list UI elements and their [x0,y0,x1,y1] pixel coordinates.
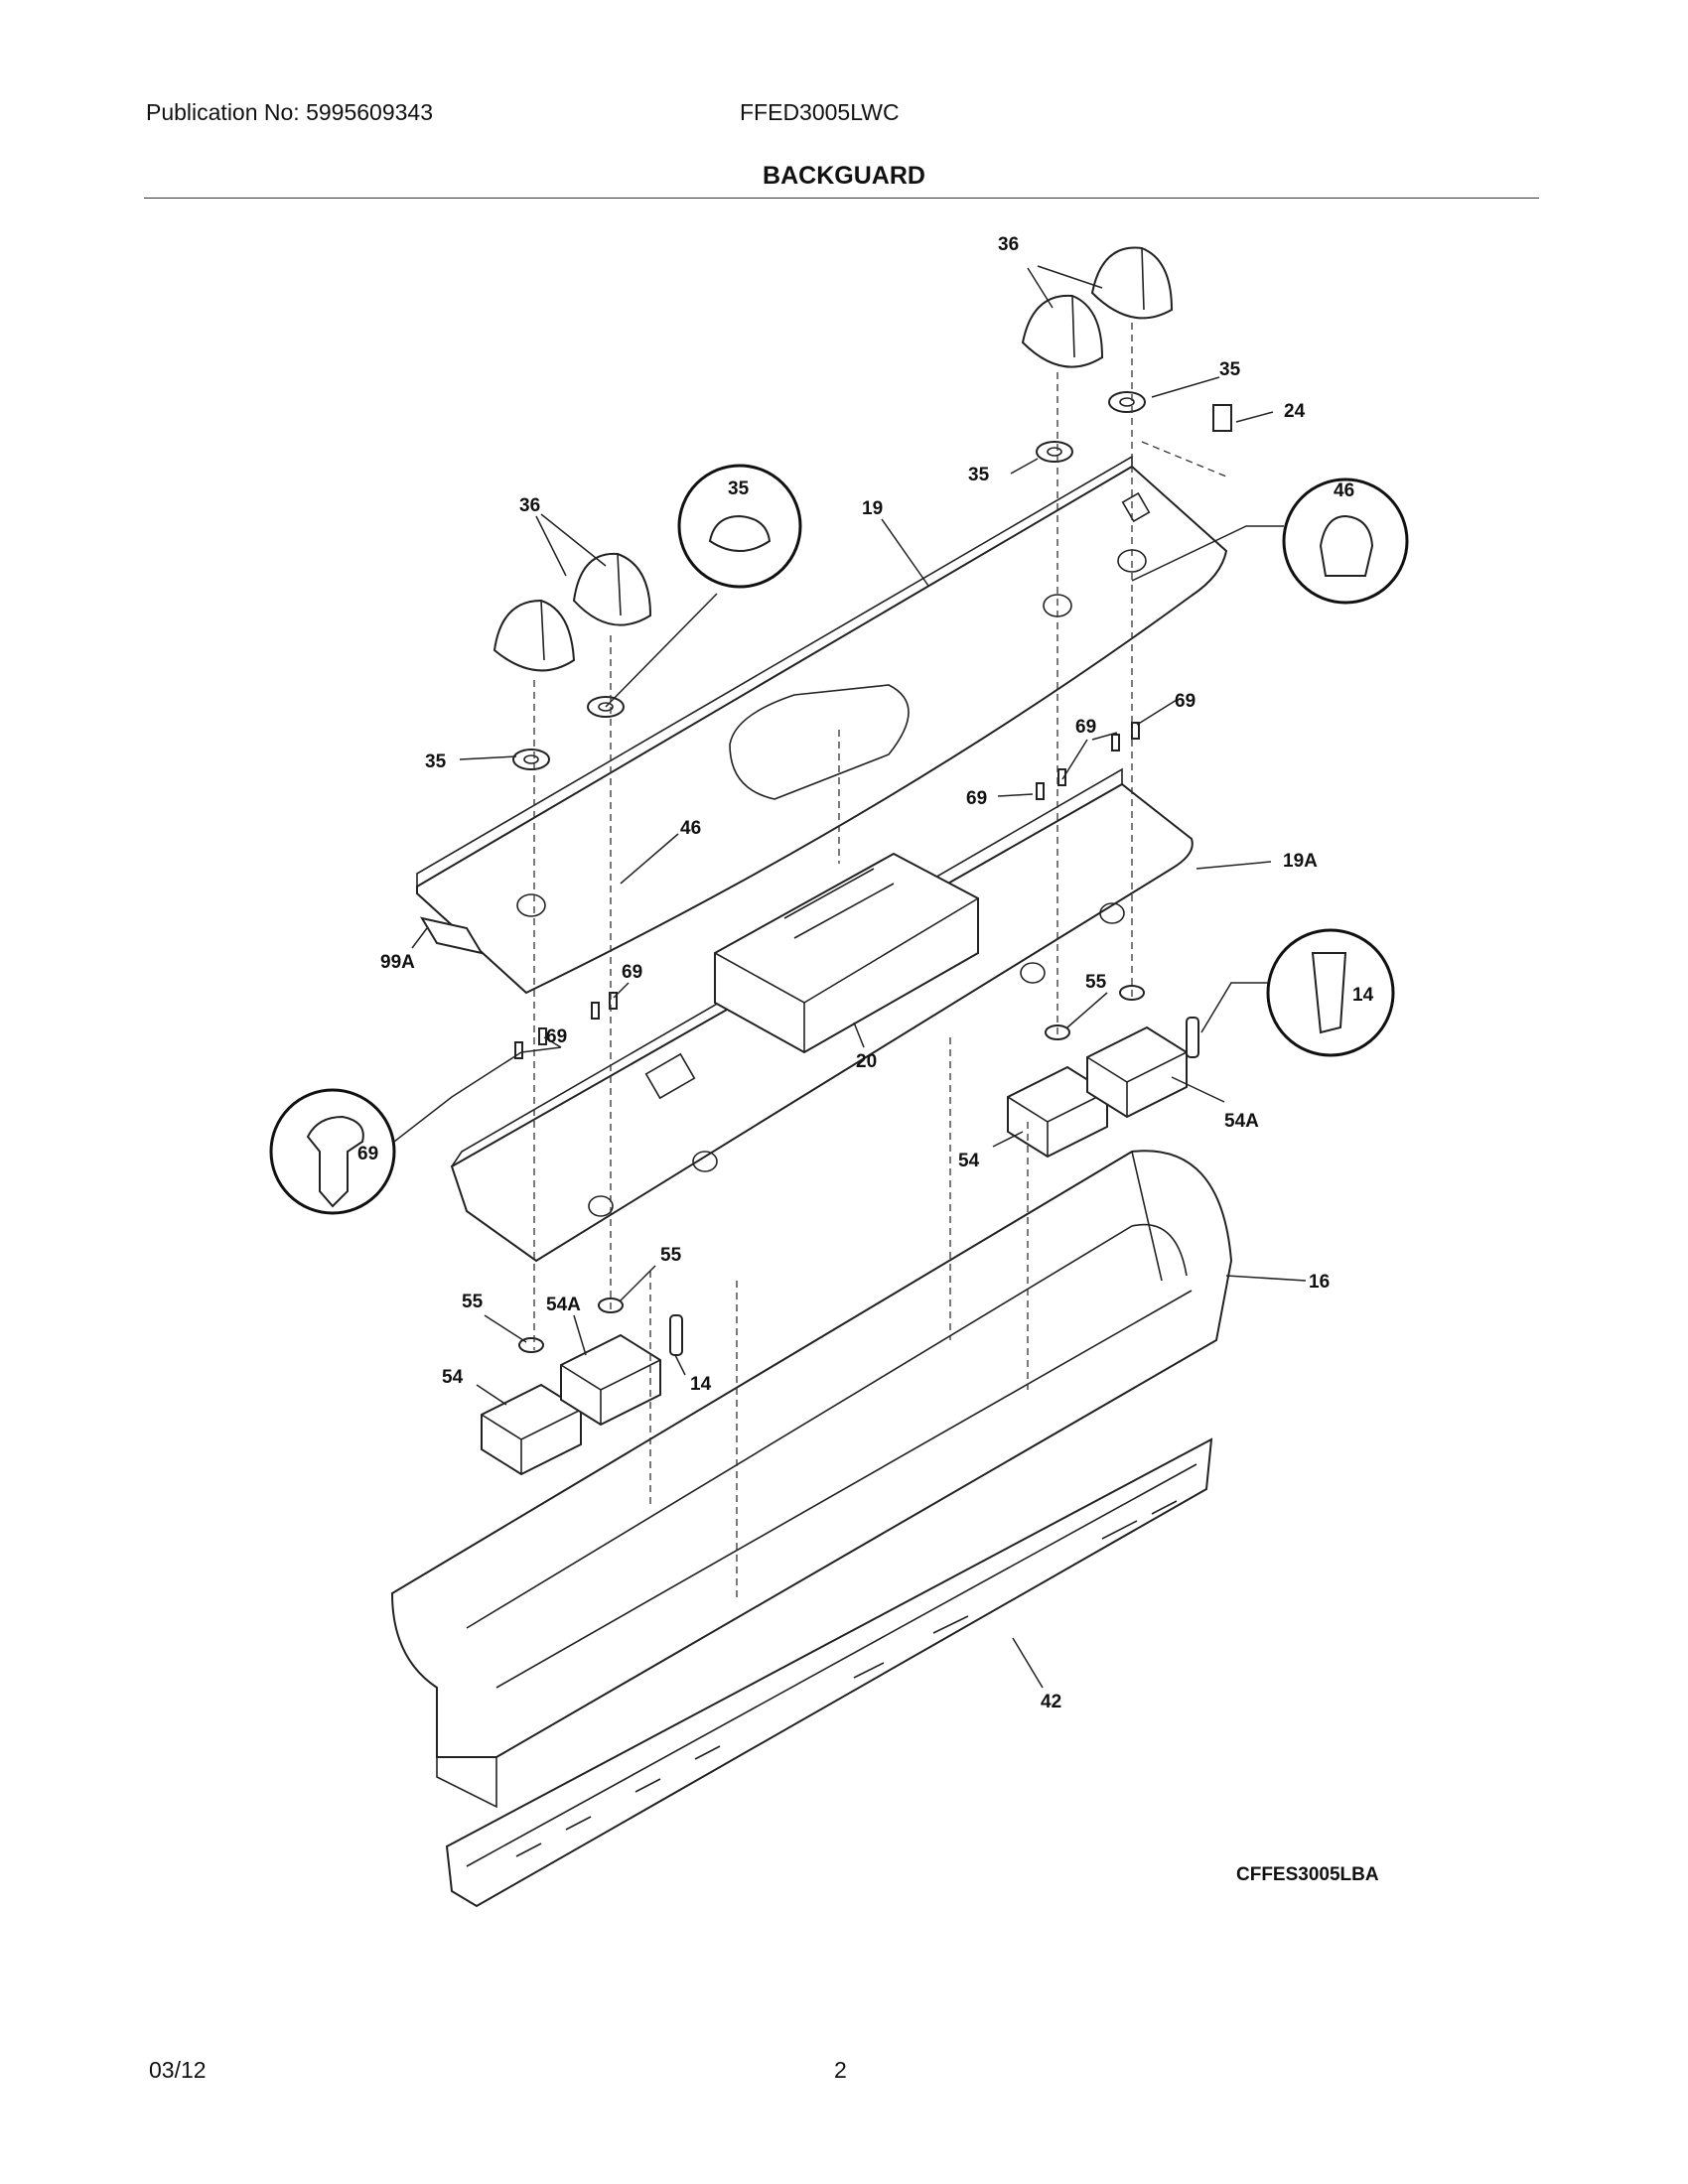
callout-42: 42 [1041,1692,1061,1712]
callout-36-right: 36 [998,234,1019,255]
footer-date: 03/12 [149,2057,207,2083]
detail-bubble-35 [605,464,802,708]
callout-46-panel: 46 [680,818,701,839]
indicator-lights [669,1017,1199,1356]
infinite-switch-right [1007,1025,1188,1159]
rocker-switch [1212,404,1232,432]
callout-69-right-b: 69 [1175,691,1196,712]
callout-35-bubble: 35 [728,478,750,499]
callout-35-left: 35 [425,751,447,772]
page-number: 2 [834,2057,847,2083]
callout-99a: 99A [380,952,415,973]
drawing-code: CFFES3005LBA [1236,1864,1379,1885]
callout-35-right-mid: 35 [968,465,990,485]
callout-69-left-a: 69 [546,1026,567,1047]
callout-19: 19 [862,498,883,519]
callout-69-right-a: 69 [1075,717,1096,738]
control-panel [416,455,1228,995]
callout-54-right: 54 [958,1151,980,1171]
knob-group-left [492,552,652,672]
knob-group-right [1021,246,1174,368]
infinite-switch-left [481,1333,661,1476]
publication-number: Publication No: 5995609343 [146,99,434,125]
assembly-lines [533,323,1227,1598]
detail-bubble-14 [1200,928,1395,1057]
callout-35-right-top: 35 [1219,359,1241,380]
callout-54a-right: 54A [1224,1111,1259,1132]
callout-19a: 19A [1283,851,1318,872]
trim-strip [445,1437,1213,1908]
callout-54a-left: 54A [546,1295,581,1315]
section-title: BACKGUARD [763,162,925,190]
callout-20: 20 [856,1051,877,1072]
header-rule [144,198,1539,199]
callout-14-bubble: 14 [1352,985,1374,1006]
callout-69-right-c: 69 [966,788,987,809]
ribbon-cable [419,916,485,955]
electronic-control [714,852,979,1054]
callout-labels: 36 36 35 35 35 35 35 24 46 46 19 19A 69 … [357,234,1379,1885]
model-number: FFED3005LWC [740,99,900,125]
washers [512,391,1146,770]
callout-14-left: 14 [690,1374,712,1395]
callout-24: 24 [1284,401,1306,422]
callout-55-right: 55 [1085,972,1107,993]
detail-bubble-69 [269,1051,522,1215]
callout-36-left: 36 [519,495,540,516]
detail-bubble-46 [1131,478,1409,605]
callout-69-left-b: 69 [622,962,642,983]
backguard-housing [390,1150,1233,1809]
callout-46-bubble: 46 [1334,480,1354,501]
screws [514,722,1140,1059]
callout-55-left-b: 55 [660,1245,682,1266]
callout-69-bubble: 69 [357,1144,378,1164]
callout-54-left: 54 [442,1367,464,1388]
callout-16: 16 [1309,1272,1330,1293]
callout-55-left-a: 55 [462,1292,484,1312]
leader-lines [411,265,1307,1689]
